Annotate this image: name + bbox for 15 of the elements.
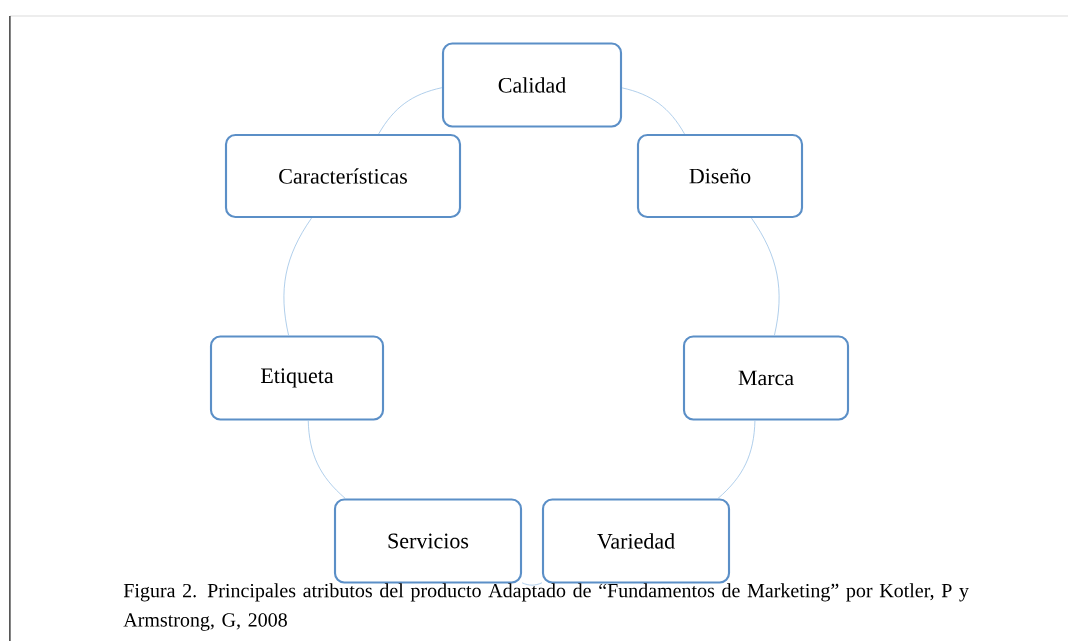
caption: Figura 2. Principales atributos del producto Adaptado de “Fundamentos de Marketing” por Kotler, P y Armstrong, G, 2008 xyxy=(123,583,969,631)
text-box: Etiqueta xyxy=(209,335,385,421)
text-box: Marca xyxy=(682,335,850,421)
arc-connector xyxy=(521,582,543,586)
arc-connector xyxy=(717,420,756,499)
text-box: Características xyxy=(224,133,462,219)
text-box: Variedad xyxy=(541,498,731,584)
arc-connector xyxy=(378,87,443,135)
arc-connector xyxy=(307,420,346,499)
text-box: Servicios xyxy=(333,498,523,584)
arc-connector xyxy=(621,87,685,135)
text-box: Diseño xyxy=(636,133,804,219)
text-box: Calidad xyxy=(441,42,623,128)
arc-connector xyxy=(751,217,780,336)
arc-connector xyxy=(283,217,312,336)
